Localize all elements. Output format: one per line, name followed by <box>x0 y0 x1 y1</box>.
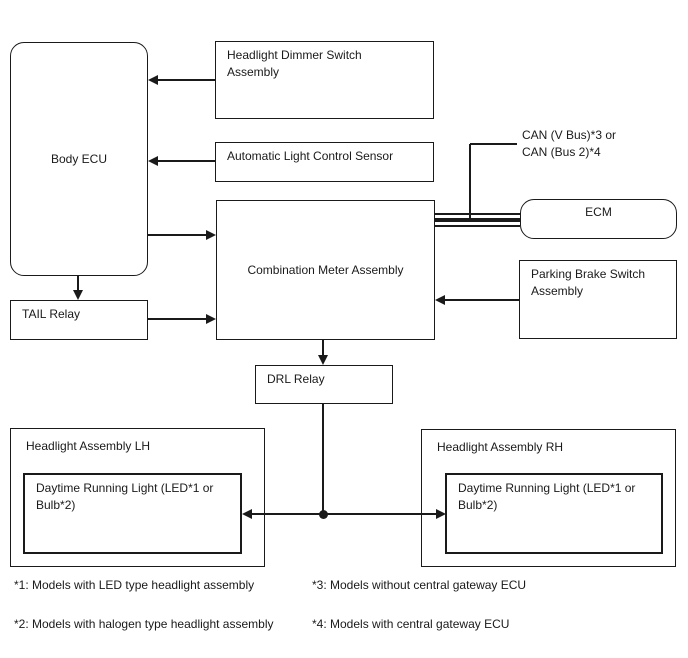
footnote-4: *4: Models with central gateway ECU <box>312 617 510 631</box>
headlight-assembly-rh-box: Headlight Assembly RH Daytime Running Li… <box>421 429 676 567</box>
arrowhead-into-bodyecu-top <box>148 75 158 85</box>
auto-light-control-sensor-label: Automatic Light Control Sensor <box>227 149 394 163</box>
arrowhead-into-meter-top <box>206 230 216 240</box>
auto-light-control-sensor-box: Automatic Light Control Sensor <box>215 142 434 182</box>
wire-drlrelay-to-junction <box>322 404 324 515</box>
wire-meter-to-drlrelay <box>322 340 324 355</box>
parking-brake-switch-box: Parking Brake Switch Assembly <box>519 260 677 339</box>
daytime-running-light-rh-box: Daytime Running Light (LED*1 or Bulb*2) <box>445 473 663 554</box>
junction-dot <box>319 510 328 519</box>
drl-relay-label: DRL Relay <box>267 372 325 386</box>
wire-junction-horizontal <box>252 513 436 515</box>
headlight-assembly-lh-box: Headlight Assembly LH Daytime Running Li… <box>10 428 265 567</box>
headlight-dimmer-switch-box: Headlight Dimmer Switch Assembly <box>215 41 434 119</box>
daytime-running-light-lh-label: Daytime Running Light (LED*1 or Bulb*2) <box>36 481 214 512</box>
can-bus-lines <box>435 213 520 227</box>
tail-relay-box: TAIL Relay <box>10 300 148 340</box>
combination-meter-label: Combination Meter Assembly <box>247 262 404 277</box>
drl-relay-box: DRL Relay <box>255 365 393 404</box>
body-ecu-box: Body ECU <box>10 42 148 276</box>
wire-dimmer-to-bodyecu <box>157 79 215 81</box>
footnote-1: *1: Models with LED type headlight assem… <box>14 578 255 592</box>
combination-meter-box: Combination Meter Assembly <box>216 200 435 340</box>
headlight-assembly-lh-label: Headlight Assembly LH <box>26 439 151 453</box>
footnote-2: *2: Models with halogen type headlight a… <box>14 617 274 631</box>
wire-sensor-to-bodyecu <box>157 160 215 162</box>
body-ecu-label: Body ECU <box>50 151 108 166</box>
arrowhead-into-daytime-rh <box>436 509 446 519</box>
arrowhead-into-tailrelay <box>73 290 83 300</box>
tail-relay-label: TAIL Relay <box>22 307 81 321</box>
wire-parkingbrake-to-meter <box>445 299 519 301</box>
can-leader-horizontal <box>470 143 517 145</box>
headlight-assembly-rh-label: Headlight Assembly RH <box>437 440 564 454</box>
arrowhead-into-drlrelay <box>318 355 328 365</box>
arrowhead-into-daytime-lh <box>242 509 252 519</box>
wire-tailrelay-to-meter <box>148 318 206 320</box>
daytime-running-light-rh-label: Daytime Running Light (LED*1 or Bulb*2) <box>458 481 636 512</box>
can-leader-vertical <box>469 144 471 219</box>
parking-brake-switch-label: Parking Brake Switch Assembly <box>531 267 646 298</box>
arrowhead-into-meter-right <box>435 295 445 305</box>
ecm-label: ECM <box>585 205 612 219</box>
daytime-running-light-lh-box: Daytime Running Light (LED*1 or Bulb*2) <box>23 473 242 554</box>
wire-bodyecu-to-tailrelay <box>77 276 79 290</box>
arrowhead-into-bodyecu-bottom <box>148 156 158 166</box>
footnote-3: *3: Models without central gateway ECU <box>312 578 527 592</box>
arrowhead-into-meter-bottom <box>206 314 216 324</box>
wire-bodyecu-to-meter <box>148 234 206 236</box>
can-bus-label: CAN (V Bus)*3 or CAN (Bus 2)*4 <box>522 128 617 159</box>
headlight-dimmer-switch-label: Headlight Dimmer Switch Assembly <box>227 48 362 79</box>
ecm-box: ECM <box>520 199 677 239</box>
